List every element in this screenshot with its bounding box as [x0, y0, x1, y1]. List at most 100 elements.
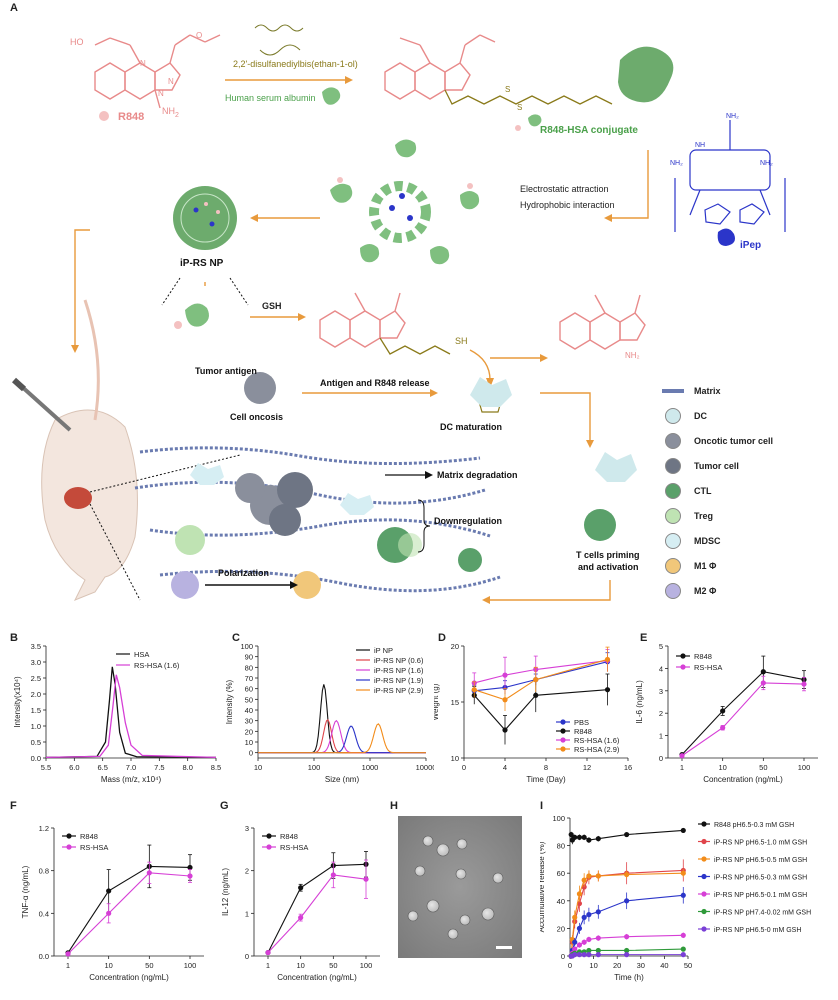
y-tick-label: 60	[557, 869, 565, 878]
gsh-label: GSH	[262, 301, 282, 311]
legend-label: Oncotic tumor cell	[694, 436, 774, 446]
data-point	[595, 947, 601, 954]
legend-label: R848	[574, 727, 592, 736]
series-line	[45, 674, 217, 759]
x-axis-title: Concentration (ng/mL)	[703, 775, 783, 784]
polarization-label: Polarization	[218, 568, 269, 578]
legend-swatch-icon	[665, 533, 681, 549]
legend-item: M1 Φ	[662, 555, 832, 577]
x-tick-label: 10	[254, 763, 262, 772]
tem-micrograph	[398, 816, 522, 958]
x-axis-title: Mass (m/z, x10⁴)	[101, 775, 162, 784]
x-tick-label: 10	[589, 961, 597, 970]
data-point	[680, 870, 686, 876]
data-point	[576, 891, 583, 897]
legend-item: M2 Φ	[662, 580, 832, 602]
data-point	[701, 891, 707, 897]
legend-label: RS-HSA	[694, 663, 722, 672]
legend-label: R848	[280, 832, 298, 841]
series-line	[473, 689, 608, 731]
data-point	[680, 946, 686, 952]
data-point	[187, 864, 193, 871]
x-tick-label: 0	[462, 763, 466, 772]
data-point	[106, 888, 112, 894]
svg-text:NH₂: NH₂	[726, 113, 739, 120]
x-tick-label: 1	[266, 961, 270, 970]
y-tick-label: 80	[245, 663, 253, 672]
scale-bar	[496, 946, 512, 949]
legend-item: Oncotic tumor cell	[662, 430, 832, 452]
y-tick-label: 60	[245, 685, 253, 694]
y-tick-label: 40	[557, 897, 565, 906]
data-point	[266, 844, 272, 850]
x-tick-label: 6.5	[97, 763, 107, 772]
data-point	[760, 669, 766, 675]
data-point	[572, 914, 578, 920]
y-tick-label: 10	[451, 754, 459, 763]
x-axis-title: Time (Day)	[526, 775, 566, 784]
series-line	[67, 865, 191, 954]
y-tick-label: 1	[245, 909, 249, 918]
legend-label: iP-RS NP (1.9)	[374, 676, 424, 685]
legend-label: RS-HSA (1.6)	[574, 736, 620, 745]
data-point	[701, 926, 707, 932]
data-point	[65, 951, 71, 957]
y-tick-label: 1	[659, 732, 663, 741]
cell-oncosis-label: Cell oncosis	[230, 412, 283, 422]
x-tick-label: 10	[104, 961, 112, 970]
panel-label-g: G	[220, 800, 229, 812]
data-point	[595, 836, 601, 842]
legend-swatch-icon	[665, 408, 681, 424]
nanoparticle-dots	[407, 835, 504, 940]
schematic-panel-a: HO N N O N R848 NH2 2,2'-disulfanediylbi…	[11, 24, 786, 604]
downregulation-label: Downregulation	[434, 516, 502, 526]
tumor-antigen-label: Tumor antigen	[195, 366, 257, 376]
tumor-microenvironment	[134, 446, 501, 599]
y-tick-label: 3	[659, 687, 663, 696]
data-point	[604, 687, 611, 693]
y-tick-label: 30	[245, 717, 253, 726]
svg-text:S: S	[517, 103, 522, 112]
merge-arrow	[612, 150, 649, 219]
data-point	[576, 942, 583, 948]
series-line	[681, 682, 805, 757]
r848-dot-icon	[99, 111, 109, 121]
y-axis-title: IL-6 (ng/mL)	[636, 680, 644, 724]
data-point	[576, 834, 583, 840]
legend-item: Matrix	[662, 380, 832, 402]
oncotic-cell-icon	[244, 372, 276, 404]
data-point	[586, 952, 592, 958]
legend-label: PBS	[574, 718, 589, 727]
data-point	[187, 873, 193, 879]
y-tick-label: 50	[245, 695, 253, 704]
svg-text:NH: NH	[695, 142, 705, 149]
legend-label: iP-RS NP pH6.5-0.1 mM GSH	[714, 892, 807, 899]
antigen-release-label: Antigen and R848 release	[320, 378, 430, 388]
legend-label: iP-RS NP (1.6)	[374, 666, 424, 675]
data-point	[572, 952, 578, 958]
legend-label: Treg	[694, 511, 714, 521]
data-point	[701, 838, 707, 845]
t-cells-label-1: T cells priming	[576, 550, 640, 560]
series-line	[267, 863, 367, 953]
data-point	[680, 653, 686, 659]
legend-label: R848 pH6.5-0.3 mM GSH	[714, 822, 794, 829]
data-point	[265, 949, 271, 956]
series-line	[67, 872, 191, 955]
x-tick-label: 100	[184, 961, 197, 970]
y-tick-label: 3.5	[31, 642, 41, 651]
svg-text:NH₂: NH₂	[670, 160, 683, 167]
conjugate-label: R848-HSA conjugate	[540, 125, 638, 136]
x-tick-label: 12	[583, 763, 591, 772]
y-tick-label: 0.0	[31, 754, 41, 763]
data-point	[576, 952, 583, 958]
y-tick-label: 5	[659, 642, 663, 651]
y-tick-label: 100	[552, 814, 565, 823]
legend-label: DC	[694, 411, 707, 421]
series-line	[258, 723, 426, 754]
svg-text:O: O	[196, 31, 202, 40]
disulfide-linker-icon	[254, 24, 304, 32]
nh2-label: NH2	[162, 106, 179, 119]
y-tick-label: 20	[557, 924, 565, 933]
x-axis-title: Concentration (ng/mL)	[89, 973, 169, 982]
